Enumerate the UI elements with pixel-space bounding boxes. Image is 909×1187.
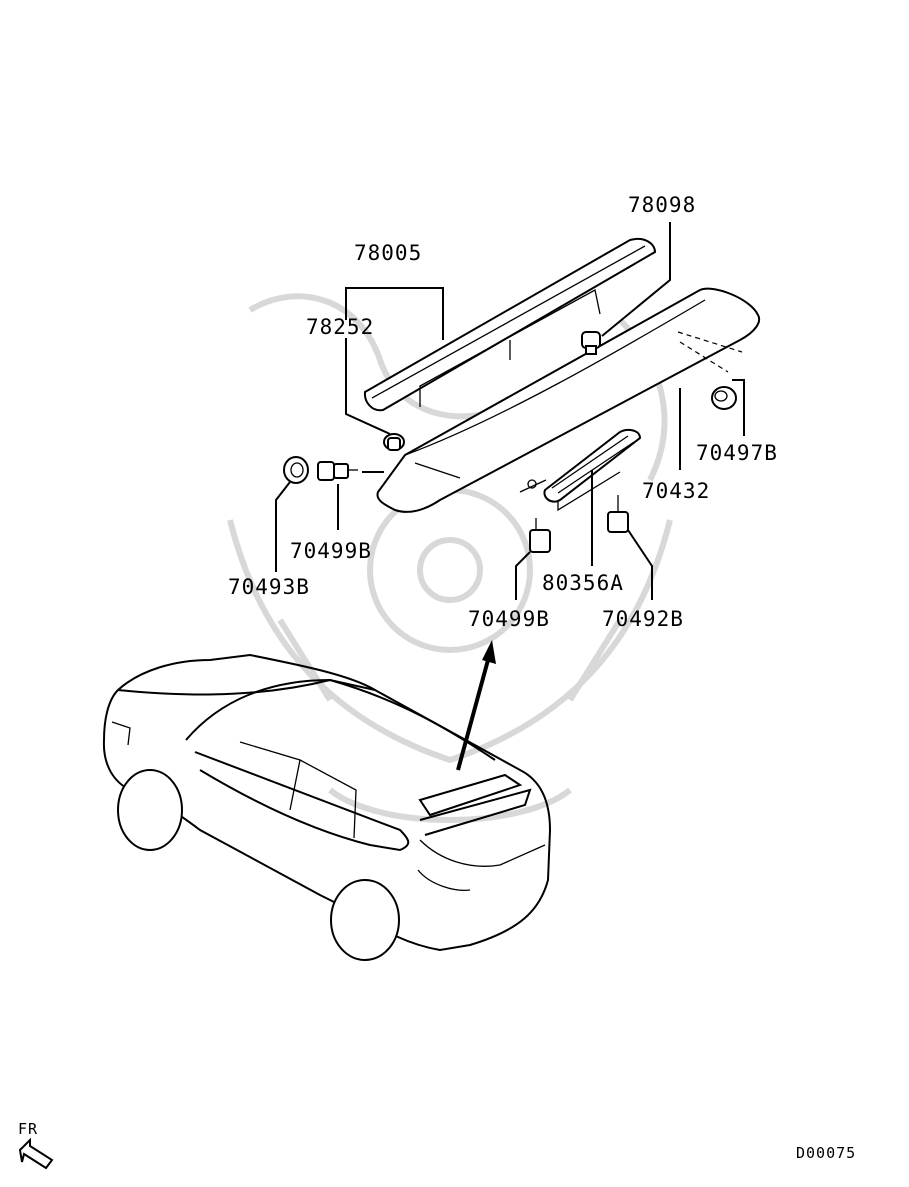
label-78005: 78005: [354, 241, 422, 265]
location-arrow: [456, 640, 496, 771]
nut-70499b-right-icon: [529, 518, 551, 553]
grommet-70493b-icon: [283, 456, 309, 484]
spoiler-cover-strip: [363, 238, 657, 412]
vehicle-rear-view: [102, 653, 552, 961]
label-70497b: 70497B: [696, 441, 778, 465]
clip-78098-icon: [581, 331, 601, 355]
bolt-70492b-icon: [607, 495, 629, 533]
label-70499b-left: 70499B: [290, 539, 372, 563]
stop-lamp-80356a: [519, 429, 642, 512]
nut-70499b-left-icon: [317, 461, 384, 481]
leader-lines: [275, 222, 745, 600]
label-70432: 70432: [642, 479, 710, 503]
label-78252: 78252: [306, 315, 374, 339]
cap-70497b-icon: [711, 386, 737, 410]
label-80356a: 80356A: [542, 571, 624, 595]
front-direction-arrow-icon: [18, 1137, 54, 1170]
label-70499b-right: 70499B: [468, 607, 550, 631]
clip-78252-icon: [383, 433, 405, 451]
front-indicator-label: FR: [18, 1120, 38, 1138]
label-78098: 78098: [628, 193, 696, 217]
spoiler-body: [376, 287, 760, 513]
diagram-code: D00075: [796, 1144, 856, 1162]
label-70492b: 70492B: [602, 607, 684, 631]
label-70493b: 70493B: [228, 575, 310, 599]
